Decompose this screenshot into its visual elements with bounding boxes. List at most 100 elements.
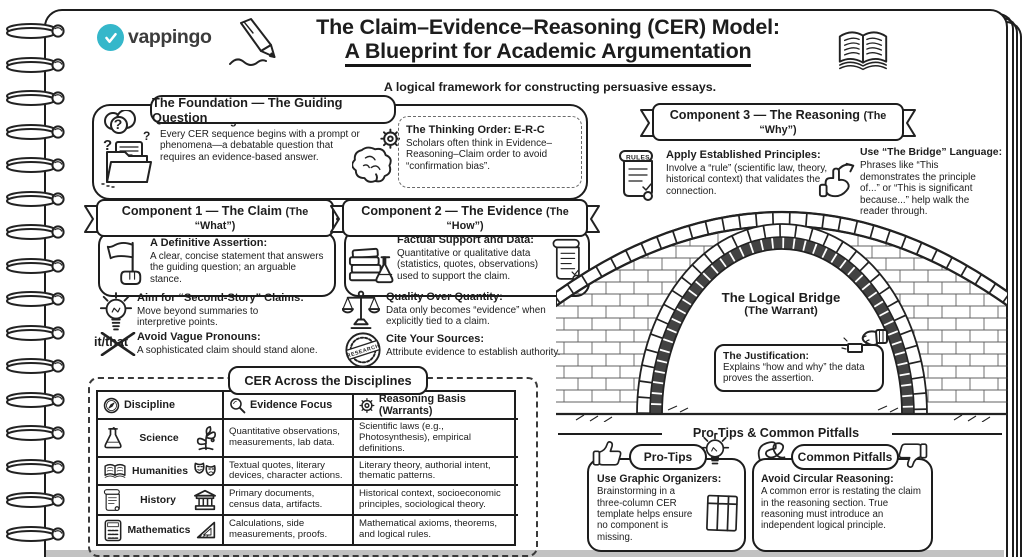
thinking-order-item: The Thinking Order: E-R-C Scholars often… bbox=[406, 124, 574, 172]
title-line2: A Blueprint for Academic Argumentation bbox=[344, 39, 752, 68]
item-body: Quantitative or qualitative data (statis… bbox=[397, 247, 539, 282]
open-book-icon bbox=[104, 464, 126, 479]
item-heading: Cite Your Sources: bbox=[386, 333, 485, 345]
item-body: Every CER sequence begins with a prompt … bbox=[160, 128, 360, 163]
item-heading: The Thinking Order: E-R-C bbox=[406, 124, 545, 136]
spiral-ring bbox=[4, 391, 68, 409]
bridge-title: The Logical Bridge bbox=[721, 290, 841, 305]
scroll-icon bbox=[550, 233, 584, 289]
grid-template-icon bbox=[704, 490, 740, 538]
justification-heading: The Justification: bbox=[723, 351, 810, 362]
calculator-icon bbox=[104, 519, 122, 541]
table-row-humanities: Humanities bbox=[98, 458, 224, 487]
item-body: Attribute evidence to establish authorit… bbox=[386, 346, 561, 358]
brick-hand-icon bbox=[836, 326, 890, 362]
vappingo-logo: vappingo bbox=[97, 24, 212, 51]
component1-banner: Component 1 — The Claim (The “What”) bbox=[84, 199, 346, 237]
spiral-ring bbox=[4, 491, 68, 509]
svg-text:?: ? bbox=[103, 137, 112, 154]
page-subtitle: A logical framework for constructing per… bbox=[383, 80, 717, 94]
scroll-icon bbox=[103, 489, 120, 512]
books-flask-icon bbox=[348, 238, 394, 288]
component1-title-paren: (The “What”) bbox=[194, 206, 309, 232]
spiral-ring bbox=[4, 424, 68, 442]
tips-section-title: Pro-Tips & Common Pitfalls bbox=[692, 426, 860, 440]
component2-title: Component 2 — The Evidence bbox=[361, 204, 543, 218]
table-header-reasoning: Reasoning Basis (Warrants) bbox=[354, 392, 518, 420]
item-body: Move beyond summaries to interpretive po… bbox=[137, 305, 259, 329]
pitfalls-label: Common Pitfalls bbox=[791, 444, 899, 470]
spiral-ring bbox=[4, 458, 68, 476]
principles-item: Apply Established Principles: Involve a … bbox=[666, 149, 866, 197]
thinking-order-outline bbox=[398, 116, 582, 188]
section-divider-left bbox=[558, 433, 662, 435]
scribble-icon bbox=[754, 436, 790, 468]
component3-title: Component 3 — The Reasoning bbox=[669, 108, 861, 122]
item-body: Involve a “rule” (scientific law, theory… bbox=[666, 162, 828, 197]
gear-icon bbox=[359, 397, 375, 413]
thumbs-down-icon bbox=[897, 440, 929, 472]
bridge-caption: The Logical Bridge (The Warrant) bbox=[676, 290, 886, 317]
spiral-ring bbox=[4, 223, 68, 241]
pointing-hand-icon bbox=[818, 160, 858, 200]
table-cell: Textual quotes, literary devices, charac… bbox=[224, 458, 354, 487]
component2-title-paren: (The “How”) bbox=[446, 206, 569, 232]
section-divider-right bbox=[892, 433, 1002, 435]
item-heading: Apply Established Principles: bbox=[666, 149, 821, 161]
item-body: Scholars often think in Evidence–Reasoni… bbox=[406, 137, 553, 172]
spiral-ring bbox=[4, 190, 68, 208]
spiral-ring bbox=[4, 525, 68, 543]
spiral-ring bbox=[4, 123, 68, 141]
question-folder-icon: ? ? ? bbox=[98, 110, 154, 190]
item-heading: Aim for “Second-Story” Claims: bbox=[137, 292, 304, 304]
spiral-binding bbox=[0, 0, 72, 557]
item-body: Phrases like “This demonstrates the prin… bbox=[860, 159, 976, 218]
assertion-item: A Definitive Assertion: A clear, concise… bbox=[150, 237, 328, 285]
spiral-ring bbox=[4, 156, 68, 174]
table-row-science: Science bbox=[98, 420, 224, 459]
table-cell: Literary theory, authorial intent, thema… bbox=[354, 458, 518, 487]
thumbs-up-icon bbox=[591, 437, 623, 469]
page-title: The Claim–Evidence–Reasoning (CER) Model… bbox=[258, 15, 838, 68]
rules-scroll-icon: RULES bbox=[616, 147, 662, 205]
pencil-icon bbox=[228, 16, 280, 70]
spiral-ring bbox=[4, 89, 68, 107]
spiral-ring bbox=[4, 324, 68, 342]
table-header-discipline: Discipline bbox=[98, 392, 224, 420]
component3-title-paren: (The “Why”) bbox=[759, 110, 887, 136]
pitfalls-item: Avoid Circular Reasoning: A common error… bbox=[761, 473, 926, 532]
svg-text:?: ? bbox=[114, 116, 123, 132]
crossed-pronouns-icon: it/that bbox=[92, 332, 140, 356]
flag-hand-icon bbox=[104, 238, 146, 288]
spiral-ring bbox=[4, 257, 68, 275]
research-stamp-icon: RESEARCH bbox=[344, 331, 382, 369]
item-heading: A Definitive Assertion: bbox=[150, 237, 268, 249]
lightbulb-icon bbox=[99, 291, 133, 333]
spiral-ring bbox=[4, 290, 68, 308]
table-row-history: History bbox=[98, 486, 224, 517]
item-heading: Avoid Vague Pronouns: bbox=[137, 331, 261, 343]
building-icon bbox=[194, 490, 216, 511]
protips-label: Pro-Tips bbox=[629, 444, 707, 470]
svg-text:?: ? bbox=[143, 129, 150, 143]
open-book-icon bbox=[834, 26, 892, 76]
item-heading: Use Graphic Organizers: bbox=[597, 473, 722, 485]
spiral-ring bbox=[4, 357, 68, 375]
second-story-item: Aim for “Second-Story” Claims: Move beyo… bbox=[137, 292, 342, 329]
quality-item: Quality Over Quantity: Data only becomes… bbox=[386, 291, 592, 328]
justification-body: Explains “how and why” the data proves t… bbox=[723, 362, 865, 385]
protips-item: Use Graphic Organizers: Brainstorming in… bbox=[597, 473, 737, 543]
table-cell: Primary documents, census data, artifact… bbox=[224, 486, 354, 517]
check-icon bbox=[97, 24, 124, 51]
brain-gear-icon bbox=[352, 128, 400, 184]
item-heading: Use “The Bridge” Language: bbox=[860, 147, 1003, 158]
bridge-language-item: Use “The Bridge” Language: Phrases like … bbox=[860, 147, 1006, 218]
item-body: Brainstorming in a three-column CER temp… bbox=[597, 486, 693, 543]
component3-banner: Component 3 — The Reasoning (The “Why”) bbox=[640, 103, 916, 141]
scales-icon bbox=[342, 289, 380, 331]
table-cell: Scientific laws (e.g., Photosynthesis), … bbox=[354, 420, 518, 459]
foundation-title: The Foundation — The Guiding Question bbox=[150, 95, 396, 125]
factual-item: Factual Support and Data: Quantitative o… bbox=[397, 234, 549, 282]
table-cell: Historical context, socioeconomic princi… bbox=[354, 486, 518, 517]
